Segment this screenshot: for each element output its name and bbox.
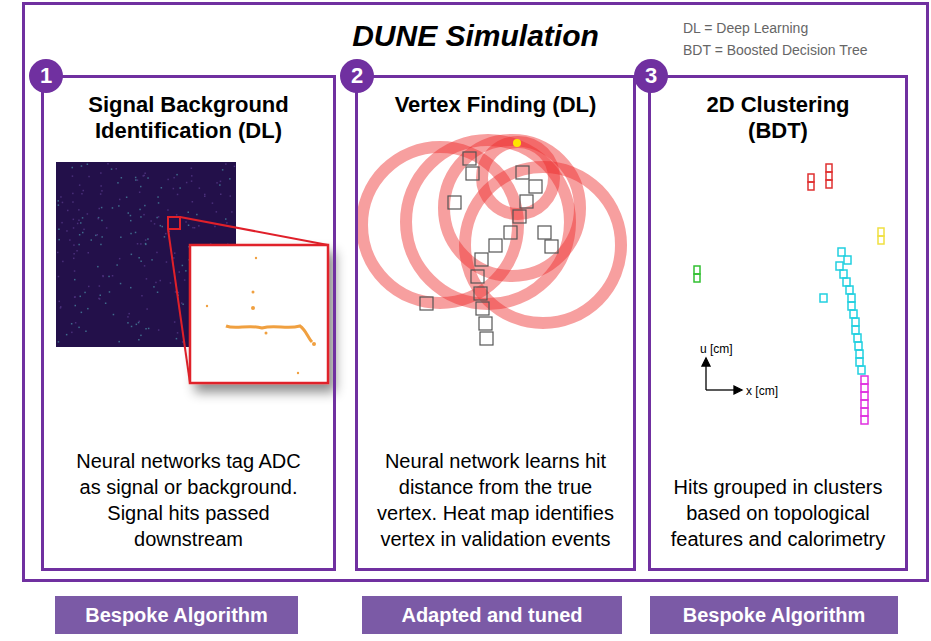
tag-text: Bespoke Algorithm [85, 604, 268, 627]
legend-note: DL = Deep Learning [683, 20, 808, 36]
zoom-line [180, 217, 328, 245]
axis-label: u [cm] [700, 342, 733, 356]
axis-label: x [cm] [746, 384, 778, 398]
callout-number: 1 [40, 63, 52, 89]
clusters [694, 164, 884, 424]
stage-panel: 2D Clustering (BDT) Hits grouped in clust… [648, 75, 908, 571]
panel-heading: Signal Background Identification (DL) [64, 92, 314, 145]
panel-body: Hits grouped in clusters based on topolo… [661, 474, 895, 552]
zoom-inset [190, 245, 328, 383]
legend-note: BDT = Boosted Decision Tree [683, 42, 868, 58]
tag-text: Bespoke Algorithm [683, 604, 866, 627]
callout-number: 2 [351, 63, 363, 89]
panel-body: Neural networks tag ADC as signal or bac… [64, 448, 314, 552]
algorithm-tag: Adapted and tuned [362, 596, 622, 634]
stage-panel: Vertex Finding (DL) Neural network learns… [355, 75, 636, 571]
hit-squares [420, 152, 558, 345]
tag-text: Adapted and tuned [401, 604, 582, 627]
algorithm-tag: Bespoke Algorithm [55, 596, 298, 634]
panel-heading: Vertex Finding (DL) [395, 92, 597, 118]
panel-body: Neural network learns hit distance from … [376, 448, 616, 552]
algorithm-tag: Bespoke Algorithm [650, 596, 898, 634]
heat-circles [362, 140, 621, 323]
outer-frame: DUNE SimulationSignal Background Identif… [22, 2, 929, 582]
axes [702, 358, 742, 394]
track [226, 326, 312, 342]
panel-heading: 2D Clustering (BDT) [698, 92, 858, 145]
stage-panel: Signal Background Identification (DL) Neu… [41, 75, 336, 571]
zoom-line [168, 229, 190, 383]
vertex [513, 139, 521, 147]
callout-number: 3 [645, 63, 657, 89]
hits [206, 257, 316, 374]
zoom-box [168, 217, 180, 229]
